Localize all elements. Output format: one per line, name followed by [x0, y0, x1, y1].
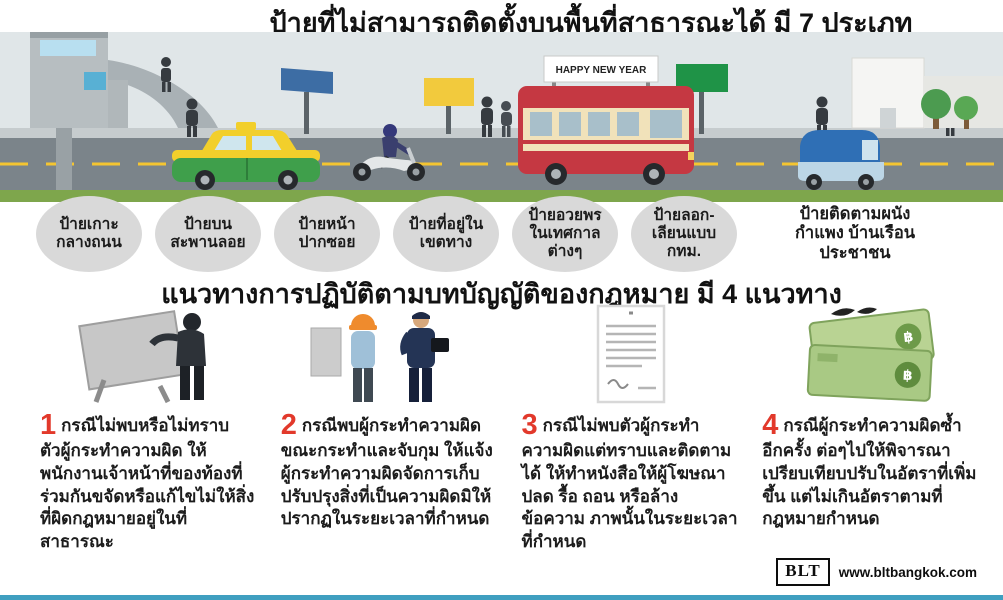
- sign-removal-illustration: [40, 308, 259, 404]
- guideline-body: กรณีผู้กระทำความผิดซ้ำอีกครั้ง ต่อๆไปให้…: [762, 416, 977, 529]
- pedestrian-icon: [501, 101, 512, 137]
- bottom-accent-bar: [0, 595, 1003, 600]
- bridge-sign-blue: [84, 72, 106, 90]
- guideline-number: 3: [521, 409, 538, 441]
- sign-type-alley: ป้ายหน้า ปากซอย: [274, 196, 380, 272]
- blt-logo: BLT: [776, 558, 830, 586]
- pedestrian-icon: [186, 98, 198, 137]
- bus: HAPPY NEW YEAR: [518, 55, 694, 185]
- guideline-number: 4: [762, 409, 779, 441]
- tree-icon: [921, 89, 978, 129]
- buildings: [851, 57, 1003, 129]
- baht-icon: ฿: [902, 367, 913, 383]
- baht-icon: ฿: [902, 328, 914, 345]
- sign-types-row: ป้ายเกาะ กลางถนน ป้ายบน สะพานลอย ป้ายหน้…: [36, 196, 960, 272]
- roadside-sign-yellow-icon: [424, 78, 474, 134]
- bus-banner-text: HAPPY NEW YEAR: [556, 65, 648, 76]
- roadside-sign-blue-icon: [281, 68, 333, 134]
- worker-and-officer-illustration: [281, 308, 500, 404]
- sign-type-road-zone: ป้ายที่อยู่ใน เขตทาง: [393, 196, 499, 272]
- legal-notice-document-illustration: [522, 304, 741, 404]
- sign-type-median: ป้ายเกาะ กลางถนน: [36, 196, 142, 272]
- guideline-number: 1: [40, 409, 57, 441]
- tuk-tuk: [798, 130, 884, 190]
- guideline-body: กรณีไม่พบตัวผู้กระทำความผิดแต่ทราบและติด…: [521, 416, 738, 552]
- footer: BLT www.bltbangkok.com: [776, 558, 977, 586]
- taxi: [172, 122, 320, 190]
- pedestrian-on-bridge-icon: [161, 57, 171, 92]
- sign-type-festival: ป้ายอวยพร ในเทศกาล ต่างๆ: [512, 196, 618, 272]
- sign-type-overpass: ป้ายบน สะพานลอย: [155, 196, 261, 272]
- bus-banner: [543, 55, 659, 83]
- grass-strip: [0, 190, 1003, 202]
- street-scene-illustration: HAPPY NEW YEAR: [0, 32, 1003, 202]
- far-sidewalk: [0, 128, 1003, 138]
- guideline-number: 2: [280, 409, 297, 441]
- section-title: แนวทางการปฏิบัติตามบทบัญญัติของกฎหมาย มี…: [161, 279, 842, 309]
- sign-type-house-walls: ป้ายติดตามผนัง กำแพง บ้านเรือน ประชาชน: [794, 204, 916, 262]
- guideline-body: กรณีไม่พบหรือไม่ทราบตัวผู้กระทำความผิด ใ…: [40, 416, 255, 552]
- sign-type-bma-imitation: ป้ายลอก- เลียนแบบ กทม.: [631, 196, 737, 272]
- website-url: www.bltbangkok.com: [838, 564, 977, 580]
- pedestrian-icon: [481, 96, 493, 137]
- motorcycle: [353, 124, 425, 181]
- guideline-body: กรณีพบผู้กระทำความผิดขณะกระทำและจับกุม ใ…: [280, 416, 493, 529]
- fine-banknotes-illustration: ฿ ฿: [762, 307, 981, 404]
